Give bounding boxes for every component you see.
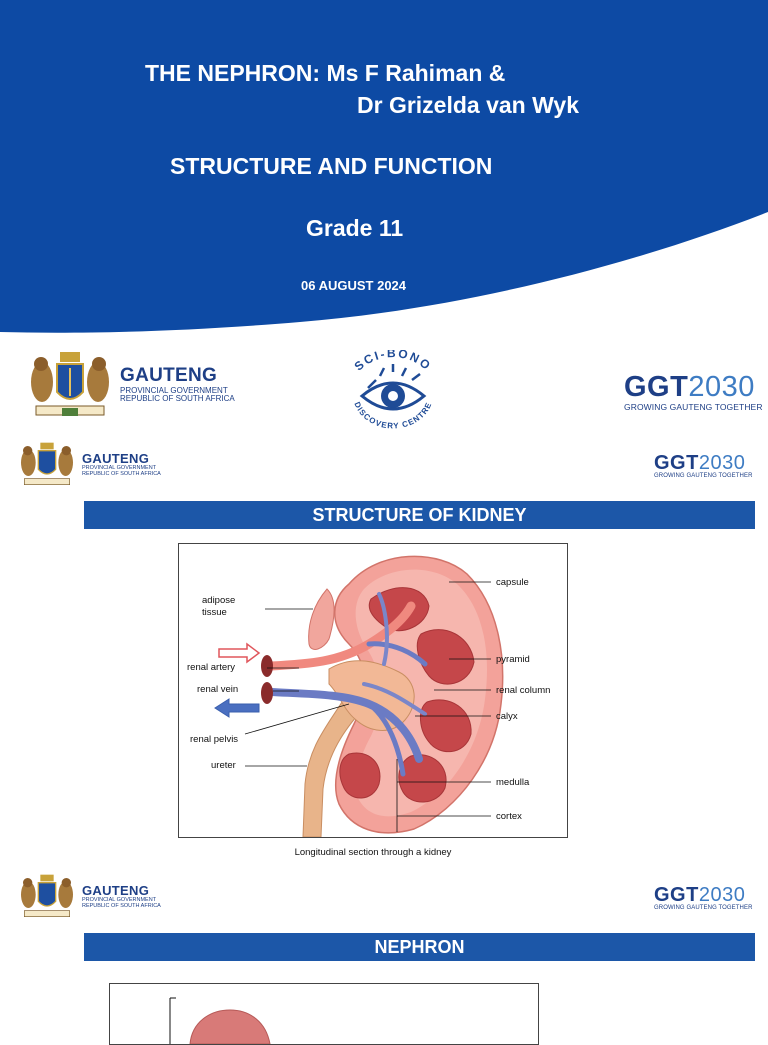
kidney-section-banner: STRUCTURE OF KIDNEY	[84, 501, 755, 529]
ggt-prefix: GGT	[654, 884, 699, 906]
gauteng-subtitle-2: REPUBLIC OF SOUTH AFRICA	[120, 394, 235, 403]
gauteng-subtitle-2: REPUBLIC OF SOUTH AFRICA	[82, 902, 161, 909]
nephron-section-banner: NEPHRON	[84, 933, 755, 961]
coat-of-arms-icon	[21, 874, 73, 917]
gauteng-name: GAUTENG	[82, 882, 150, 898]
sci-bono-logo: SCI-BONO DISCOVERY CENTRE	[332, 346, 454, 437]
label-cortex: cortex	[496, 811, 522, 822]
label-renal-vein: renal vein	[197, 684, 239, 695]
ggt2030-logo: GGT2030 GROWING GAUTENG TOGETHER	[624, 371, 763, 413]
ggt2030-logo-small-2: GGT2030 GROWING GAUTENG TOGETHER	[654, 885, 753, 911]
slide-subtitle: STRUCTURE AND FUNCTION	[170, 153, 493, 179]
ggt-prefix: GGT	[654, 452, 699, 474]
gauteng-name: GAUTENG	[82, 450, 150, 466]
gauteng-name: GAUTENG	[120, 364, 218, 386]
title-hero: THE NEPHRON: Ms F Rahiman & Dr Grizelda …	[0, 0, 768, 345]
figure-caption: Longitudinal section through a kidney	[294, 847, 452, 858]
title-line-1: THE NEPHRON: Ms F Rahiman &	[145, 60, 506, 86]
ggt-year: 2030	[698, 452, 746, 474]
label-ureter: ureter	[211, 760, 236, 771]
date-label: 06 AUGUST 2024	[301, 278, 407, 293]
label-pyramid: pyramid	[496, 654, 530, 665]
ggt-prefix: GGT	[624, 371, 689, 403]
label-renal-artery: renal artery	[187, 662, 236, 673]
kidney-illustration	[214, 555, 504, 837]
gauteng-subtitle-1: PROVINCIAL GOVERNMENT	[82, 464, 157, 471]
title-slide: THE NEPHRON: Ms F Rahiman & Dr Grizelda …	[0, 0, 768, 438]
ggt-year: 2030	[698, 884, 746, 906]
label-renal-column: renal column	[496, 685, 551, 696]
coat-of-arms-icon	[31, 352, 109, 416]
gauteng-logo-small-2: GAUTENG PROVINCIAL GOVERNMENT REPUBLIC O…	[14, 872, 161, 920]
label-medulla: medulla	[496, 777, 530, 788]
ggt2030-logo-small: GGT2030 GROWING GAUTENG TOGETHER	[654, 453, 753, 479]
label-calyx: calyx	[496, 711, 518, 722]
title-line-2: Dr Grizelda van Wyk	[357, 92, 579, 118]
hero-background	[0, 0, 768, 333]
ggt-tagline: GROWING GAUTENG TOGETHER	[654, 473, 753, 479]
ggt-tagline: GROWING GAUTENG TOGETHER	[624, 402, 763, 412]
coat-of-arms-icon	[21, 442, 73, 485]
nephron-illustration	[169, 997, 271, 1044]
label-tissue: tissue	[202, 607, 227, 618]
label-renal-pelvis: renal pelvis	[190, 734, 239, 745]
kidney-diagram: adipose tissue renal artery renal vein r…	[178, 543, 568, 838]
gauteng-subtitle-1: PROVINCIAL GOVERNMENT	[82, 896, 157, 903]
ggt-tagline: GROWING GAUTENG TOGETHER	[654, 905, 753, 911]
gauteng-subtitle-1: PROVINCIAL GOVERNMENT	[120, 385, 228, 395]
label-adipose: adipose	[202, 595, 236, 606]
gauteng-logo-small: GAUTENG PROVINCIAL GOVERNMENT REPUBLIC O…	[14, 440, 161, 488]
gauteng-subtitle-2: REPUBLIC OF SOUTH AFRICA	[82, 470, 161, 477]
label-capsule: capsule	[496, 577, 529, 588]
nephron-diagram	[109, 983, 539, 1045]
gauteng-logo: GAUTENG PROVINCIAL GOVERNMENT REPUBLIC O…	[24, 348, 235, 420]
grade-label: Grade 11	[306, 215, 404, 241]
ggt-year: 2030	[688, 371, 755, 403]
